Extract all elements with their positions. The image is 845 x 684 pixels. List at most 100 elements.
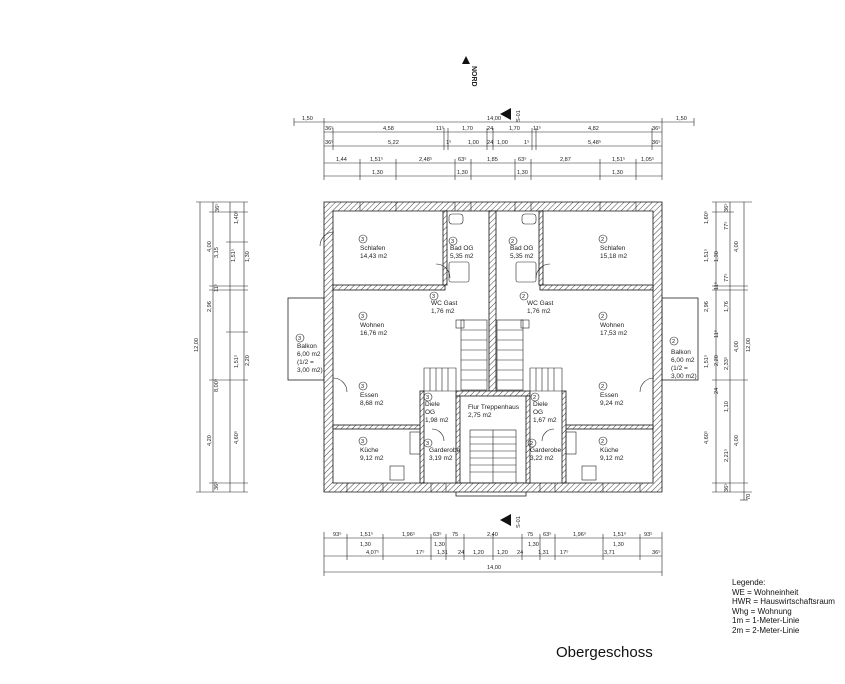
dim-bot-3-4: 1,20 — [473, 550, 484, 556]
dim-bot-2-0: 1,30 — [360, 542, 371, 548]
legend-item: Whg = Wohnung — [732, 606, 792, 616]
sheet-title: Obergeschoss — [556, 644, 653, 661]
room-name: Küche — [600, 447, 619, 454]
room-number: 2 — [601, 314, 604, 320]
dim-right-4: 1,30 — [714, 251, 720, 262]
room-flur: Flur Treppenhaus 2,75 m2 — [468, 404, 520, 419]
dim-bot-1-8: 1,96⁵ — [573, 531, 586, 538]
room-area: 2,75 m2 — [468, 412, 492, 419]
room-name: Garderobe — [530, 447, 561, 454]
dim-right-9: 2,96 — [704, 301, 710, 312]
dim-bot-2-1: 1,30 — [434, 542, 445, 548]
room-area: 1,76 m2 — [527, 308, 551, 315]
dim-top-2-7: 4,82 — [588, 126, 599, 132]
room-area: 6,00 m2 — [671, 357, 695, 364]
dim-left-11: 4,60⁵ — [233, 431, 240, 444]
legend: Legende: WE = Wohneinheit HWR = Hauswirt… — [732, 578, 835, 636]
room-essen-2: 2 Essen 9,24 m2 — [598, 381, 624, 407]
dim-top-4-5: 63⁵ — [518, 156, 527, 163]
room-name: Küche — [360, 447, 379, 454]
dim-right-5: 1,51⁵ — [703, 249, 710, 262]
room-extra: 3,00 m2) — [671, 373, 697, 380]
room-number: 3 — [298, 336, 301, 342]
room-area: 9,12 m2 — [360, 455, 384, 462]
room-name: Wohnen — [600, 322, 624, 329]
dim-top-5-0: 1,30 — [372, 170, 383, 176]
room-number: 3 — [451, 239, 454, 245]
room-number: 2 — [601, 439, 604, 445]
room-number: 3 — [361, 237, 364, 243]
room-name: Diele — [533, 401, 548, 408]
dimensions-right: 12,00 36⁵ 1,60⁵ 77⁵ 1,30 1,51⁵ 4,00 11⁵ … — [703, 201, 752, 501]
dim-top-3-7: 5,48⁵ — [588, 139, 601, 146]
dim-bot-3-1: 17⁵ — [416, 549, 425, 556]
dim-left-4: 2,96 — [207, 301, 213, 312]
dim-left-5: 36⁵ — [214, 203, 221, 212]
room-kueche-3: 3 Küche 9,12 m2 — [358, 436, 384, 462]
dim-left-13: 2,20 — [245, 355, 251, 366]
dim-right-22: 70 — [746, 494, 752, 500]
room-number: 2 — [530, 441, 533, 447]
room-area: 16,76 m2 — [360, 330, 387, 337]
section-bottom-label: S-01 — [516, 516, 522, 528]
dim-left-6: 1,40⁵ — [233, 211, 240, 224]
room-number: 2 — [672, 339, 675, 345]
dim-right-2: 1,60⁵ — [703, 211, 710, 224]
dim-bot-3-8: 17⁵ — [560, 549, 569, 556]
dim-top-4-7: 1,51⁵ — [612, 156, 625, 163]
dim-top-3-0: 36⁵ — [325, 139, 334, 146]
dimensions-bottom: 93⁵ 1,51⁵ 1,96⁵ 63⁵ 75 2,40 75 63⁵ 1,96⁵… — [323, 531, 663, 576]
dim-right-15: 4,00 — [734, 341, 740, 352]
room-extra: (1/2 = — [297, 359, 314, 366]
room-area: 5,35 m2 — [450, 253, 474, 260]
room-number: 3 — [361, 314, 364, 320]
room-wc-2: 2 WC Gast 1,76 m2 — [519, 291, 554, 315]
dim-top-3-1: 5,22 — [388, 140, 399, 146]
dim-bot-2-3: 1,30 — [613, 542, 624, 548]
room-name: Schlafen — [600, 245, 626, 252]
dim-top-2-4: 24 — [487, 126, 493, 132]
dim-top-3-4: 24 — [487, 140, 493, 146]
room-balkon-2: 2 Balkon 6,00 m2 (1/2 = 3,00 m2) — [669, 336, 697, 380]
dim-left-9: 11⁵ — [213, 284, 220, 292]
room-name: Bad OG — [450, 245, 473, 252]
room-wohnen-3: 3 Wohnen 16,76 m2 — [358, 311, 387, 337]
dim-bot-4-0: 14,00 — [487, 565, 501, 571]
dim-top-3-2: 1⁵ — [446, 139, 451, 146]
section-top-label: S-01 — [516, 110, 522, 122]
dim-right-1: 36⁵ — [723, 203, 730, 212]
dim-top-2-5: 1,70 — [509, 126, 520, 132]
room-garderobe-2: 2 Garderobe 3,22 m2 — [527, 438, 561, 462]
north-arrow: NORD — [462, 56, 477, 87]
dim-bot-3-2: 1,31 — [437, 550, 448, 556]
room-number: 3 — [361, 384, 364, 390]
dim-top-4-3: 63⁵ — [458, 156, 467, 163]
dim-bot-3-10: 36⁵ — [652, 549, 661, 556]
room-area: 5,35 m2 — [510, 253, 534, 260]
legend-item: HWR = Hauswirtschaftsraum — [732, 597, 835, 607]
dim-bot-3-3: 24 — [458, 550, 464, 556]
dim-bot-2-2: 1,30 — [528, 542, 539, 548]
dim-bot-3-0: 4,07⁵ — [366, 549, 379, 556]
legend-title: Legende: — [732, 578, 766, 587]
dim-top-3-3: 1,00 — [468, 140, 479, 146]
dim-right-8: 77⁵ — [723, 273, 730, 282]
dim-bot-3-7: 1,31 — [538, 550, 549, 556]
room-wohnen-2: 2 Wohnen 17,53 m2 — [598, 311, 627, 337]
room-bad-2: 2 Bad OG 5,35 m2 — [508, 236, 534, 260]
dim-right-21: 36⁵ — [723, 483, 730, 492]
room-name: WC Gast — [527, 300, 554, 307]
room-number: 3 — [426, 441, 429, 447]
room-number: 3 — [361, 439, 364, 445]
walls — [323, 201, 663, 493]
room-area: 6,00 m2 — [297, 351, 321, 358]
dim-right-13: 2,20 — [714, 355, 720, 366]
dim-top-4-4: 1,85 — [487, 157, 498, 163]
dim-top-5-3: 1,30 — [612, 170, 623, 176]
dim-top-4-6: 2,87 — [560, 157, 571, 163]
room-number: 3 — [426, 395, 429, 401]
room-number: 2 — [522, 294, 525, 300]
bathroom-fixtures — [389, 213, 597, 481]
legend-item: WE = Wohneinheit — [732, 587, 799, 597]
